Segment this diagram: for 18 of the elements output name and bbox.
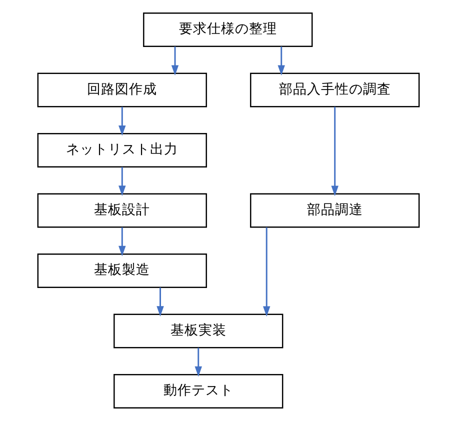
arrow (194, 348, 202, 377)
arrow (263, 227, 270, 317)
node-box: 動作テスト (114, 374, 284, 408)
node-box: 基板設計 (37, 193, 207, 228)
arrow (278, 46, 285, 76)
arrow (331, 106, 338, 196)
arrow (118, 106, 126, 136)
node-box: 基板製造 (37, 254, 207, 288)
node-box: 基板実装 (114, 314, 284, 348)
node-box: 部品調達 (250, 193, 420, 228)
node-box: 要求仕様の整理 (143, 12, 313, 47)
arrow (118, 167, 126, 196)
arrow (171, 46, 179, 76)
node-box: 部品入手性の調査 (250, 72, 420, 108)
arrow (156, 288, 164, 317)
node-box: ネットリスト出力 (37, 133, 207, 168)
node-box: 回路図作成 (37, 72, 207, 108)
arrow (118, 227, 126, 256)
